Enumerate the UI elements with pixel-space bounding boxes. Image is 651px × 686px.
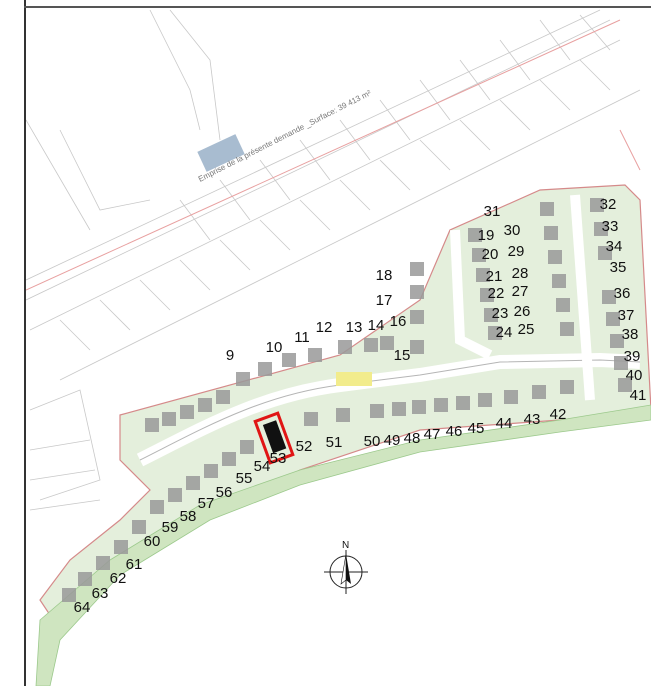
existing-building [197, 134, 245, 172]
lot-label-50: 50 [364, 433, 381, 450]
lot-label-51: 51 [326, 434, 343, 451]
left-border [0, 0, 26, 686]
lot-label-21: 21 [486, 268, 503, 285]
lot-label-55: 55 [236, 470, 253, 487]
lot-label-16: 16 [390, 313, 407, 330]
lot-label-38: 38 [622, 326, 639, 343]
lot-label-30: 30 [504, 222, 521, 239]
lot-label-54: 54 [254, 458, 271, 475]
lot-label-57: 57 [198, 495, 215, 512]
north-label: N [342, 540, 349, 551]
lot-label-46: 46 [446, 423, 463, 440]
lot-label-23: 23 [492, 305, 509, 322]
lot-label-27: 27 [512, 283, 529, 300]
lot-label-14: 14 [368, 317, 385, 334]
lot-label-18: 18 [376, 267, 393, 284]
crossing [336, 372, 372, 386]
lot-label-9: 9 [226, 347, 234, 364]
lot-label-13: 13 [346, 319, 363, 336]
lot-label-56: 56 [216, 484, 233, 501]
lot-label-25: 25 [518, 321, 535, 338]
lot-label-34: 34 [606, 238, 623, 255]
house-footprints [62, 198, 632, 602]
lot-label-59: 59 [162, 519, 179, 536]
selected-lot[interactable] [253, 411, 295, 465]
lot-label-24: 24 [496, 324, 513, 341]
lot-label-40: 40 [626, 367, 643, 384]
lot-label-41: 41 [630, 387, 647, 404]
lot-label-47: 47 [424, 426, 441, 443]
lot-label-62: 62 [110, 570, 127, 587]
lot-label-45: 45 [468, 420, 485, 437]
lot-label-44: 44 [496, 415, 513, 432]
lot-label-19: 19 [478, 227, 495, 244]
surface-label: Emprise de la présente demande _Surface:… [197, 88, 373, 184]
lot-label-61: 61 [126, 556, 143, 573]
lot-label-15: 15 [394, 347, 411, 364]
lot-label-29: 29 [508, 243, 525, 260]
lot-label-36: 36 [614, 285, 631, 302]
lot-label-20: 20 [482, 246, 499, 263]
lot-label-63: 63 [92, 585, 109, 602]
road-edge [139, 359, 641, 461]
north-road [450, 194, 595, 401]
lot-label-43: 43 [524, 411, 541, 428]
lot-label-10: 10 [266, 339, 283, 356]
neighbour-parcels [26, 9, 641, 511]
lot-label-31: 31 [484, 203, 501, 220]
lot-label-64: 64 [74, 599, 91, 616]
lot-label-52: 52 [296, 438, 313, 455]
lot-label-58: 58 [180, 508, 197, 525]
lot-label-48: 48 [404, 430, 421, 447]
top-border [24, 6, 651, 8]
lot-label-42: 42 [550, 406, 567, 423]
lot-label-22: 22 [488, 285, 505, 302]
lot-label-17: 17 [376, 292, 393, 309]
site-plan-map[interactable]: Emprise de la présente demande _Surface:… [26, 8, 651, 686]
lot-label-11: 11 [294, 329, 310, 346]
green-band [35, 404, 651, 686]
lot-label-32: 32 [600, 196, 617, 213]
lot-label-53: 53 [270, 450, 287, 467]
lot-label-26: 26 [514, 303, 531, 320]
lot-label-12: 12 [316, 319, 333, 336]
lot-label-28: 28 [512, 265, 529, 282]
lot-label-60: 60 [144, 533, 161, 550]
lot-label-39: 39 [624, 348, 641, 365]
north-arrow-icon [324, 550, 368, 594]
lot-label-37: 37 [618, 307, 635, 324]
lot-label-33: 33 [602, 218, 619, 235]
lot-label-35: 35 [610, 259, 627, 276]
outer-boundary-line [26, 19, 641, 291]
lot-label-49: 49 [384, 432, 401, 449]
